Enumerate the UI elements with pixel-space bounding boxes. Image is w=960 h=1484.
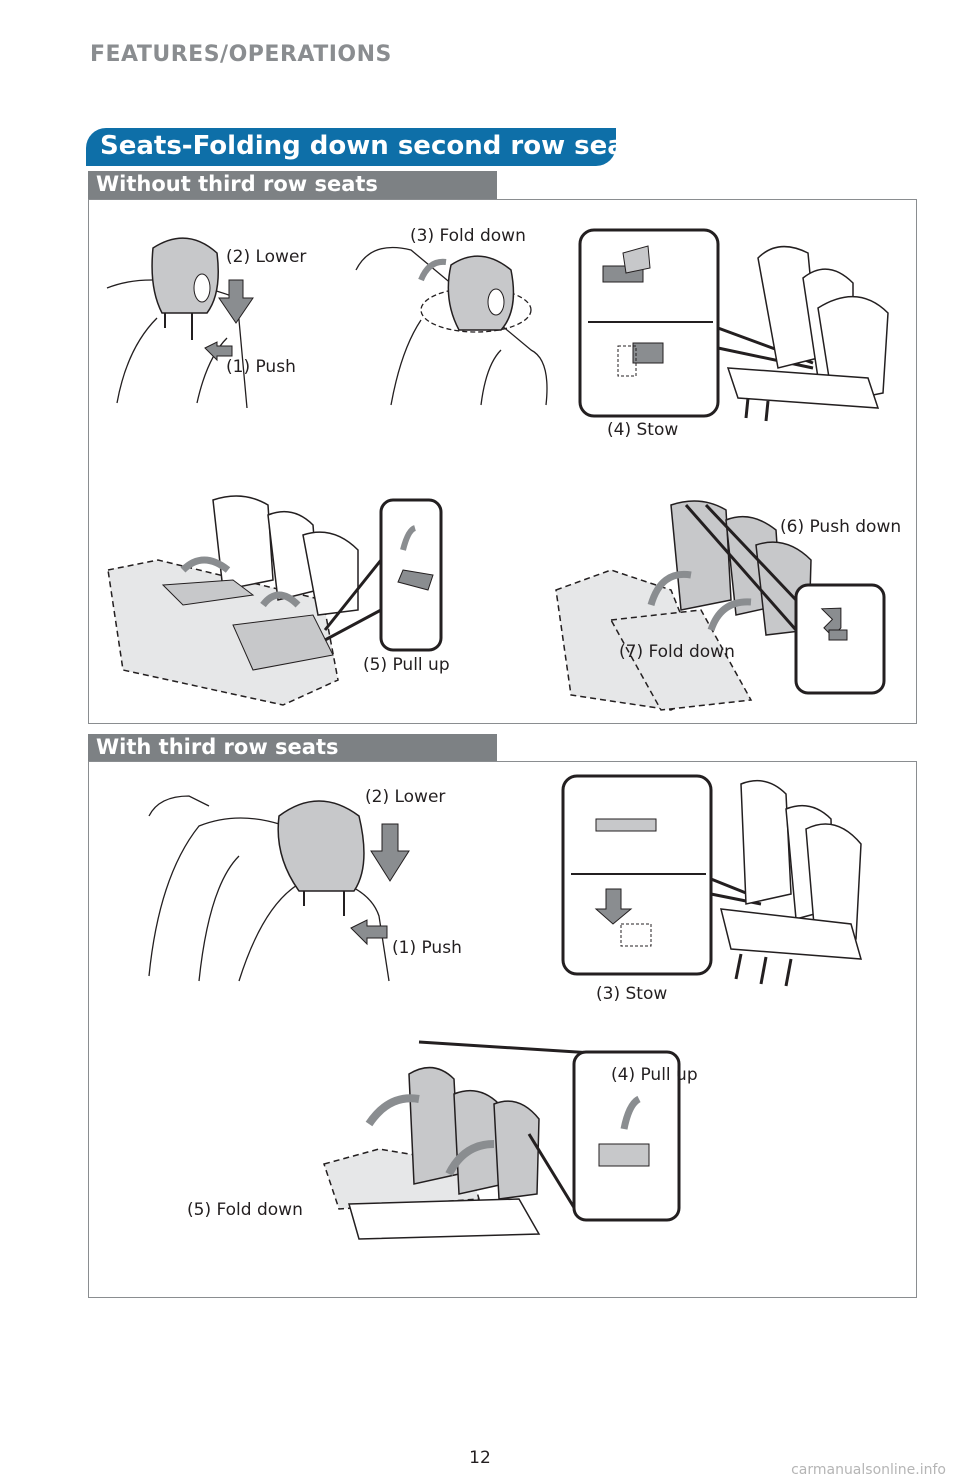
label-lower: (2) Lower [226,247,307,267]
headrest-lower-illustration-2 [148,795,410,982]
panel-without-third-row: (2) Lower (1) Push (3) Fold down (4) Sto… [88,199,917,724]
label-fold-down-seat: (7) Fold down [619,642,735,662]
headrest-fold-illustration [355,246,548,406]
label-lower-2: (2) Lower [365,787,446,807]
stow-detail-illustration [578,228,889,422]
stow-detail-illustration-2 [561,774,863,987]
subheading-with-third-row: With third row seats [96,735,339,759]
page-number: 12 [469,1448,491,1468]
label-stow: (4) Stow [607,420,679,440]
subheading-bar-with [88,734,497,762]
pull-up-illustration [107,495,443,706]
watermark: carmanualsonline.info [791,1462,946,1478]
pull-up-fold-illustration [323,1040,681,1240]
label-stow-2: (3) Stow [596,984,668,1004]
section-header: FEATURES/OPERATIONS [90,42,392,67]
label-push-2: (1) Push [392,938,462,958]
headrest-lower-illustration [106,237,254,408]
title-bar [86,128,616,166]
label-push: (1) Push [226,357,296,377]
label-fold-down-2: (5) Fold down [187,1200,303,1220]
page-title: Seats-Folding down second row seats [100,131,653,161]
label-pull-up: (5) Pull up [363,655,450,675]
panel-with-third-row: (2) Lower (1) Push (3) Stow (4) Pull up … [88,761,917,1298]
label-pull-up-2: (4) Pull up [611,1065,698,1085]
subheading-without-third-row: Without third row seats [96,172,378,196]
subheading-bar-without [88,171,497,199]
push-down-illustration [555,500,886,711]
label-push-down: (6) Push down [780,517,902,537]
label-fold-down: (3) Fold down [410,226,526,246]
